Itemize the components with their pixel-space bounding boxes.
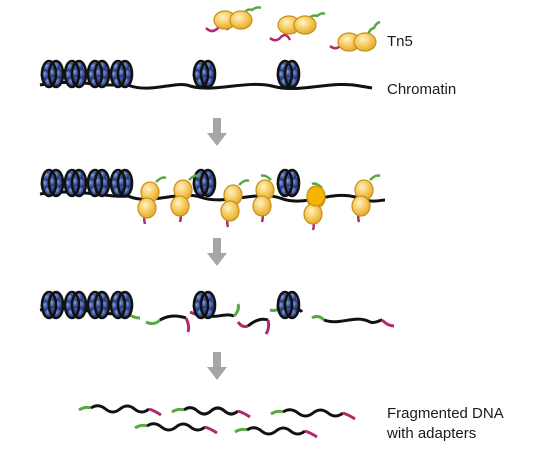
nucleosome-icon xyxy=(192,59,217,89)
down-arrow-icon xyxy=(207,118,227,146)
nucleosome-icon xyxy=(86,290,111,320)
tagmented-row xyxy=(39,290,395,335)
tn5-label: Tn5 xyxy=(387,33,413,50)
chromatin-row xyxy=(39,59,373,90)
down-arrow-icon xyxy=(207,352,227,380)
tn5-transposase-icon xyxy=(329,20,381,52)
nucleosome-icon xyxy=(40,59,65,89)
dna-fragment-icon xyxy=(234,426,318,439)
nucleosome-icon xyxy=(86,59,111,89)
free-tn5-group xyxy=(205,6,381,52)
tn5-transposase-icon xyxy=(351,174,381,223)
nucleosome-icon xyxy=(276,290,301,320)
nucleosome-icon xyxy=(109,290,134,320)
with-adapters-label: with adapters xyxy=(387,425,477,442)
nucleosome-icon xyxy=(40,168,65,198)
tn5-transposase-icon xyxy=(252,174,275,223)
nucleosome-icon xyxy=(63,290,88,320)
nucleosome-icon xyxy=(276,59,301,89)
dna-segment xyxy=(323,317,383,325)
nucleosome-icon xyxy=(109,168,134,198)
dna-segment xyxy=(247,317,269,328)
nucleosome-icon xyxy=(63,59,88,89)
dna-fragment-icon xyxy=(171,406,251,419)
nucleosome-icon xyxy=(192,168,217,198)
fragmented-dna-label: Fragmented DNA xyxy=(387,405,504,422)
fragments-row xyxy=(78,404,356,439)
down-arrow-icon xyxy=(207,238,227,266)
dna-fragment-icon xyxy=(270,408,356,421)
nucleosome-icon xyxy=(40,290,65,320)
nucleosome-icon xyxy=(192,290,217,320)
nucleosome-icon xyxy=(276,168,301,198)
dna-fragment-icon xyxy=(134,422,218,435)
tn5-binding-row xyxy=(39,168,386,231)
tn5-transposase-icon xyxy=(220,179,250,228)
tn5-transposase-icon xyxy=(205,6,262,33)
tn5-transposase-icon xyxy=(137,176,167,225)
tn5-transposase-icon xyxy=(269,12,326,42)
tn5-transposase-icon xyxy=(306,185,326,207)
nucleosome-icon xyxy=(63,168,88,198)
chromatin-label: Chromatin xyxy=(387,81,457,98)
dna-segment xyxy=(159,314,187,322)
nucleosome-icon xyxy=(86,168,111,198)
tn5-transposase-icon xyxy=(170,174,200,223)
dna-fragment-icon xyxy=(78,404,162,417)
nucleosome-icon xyxy=(109,59,134,89)
